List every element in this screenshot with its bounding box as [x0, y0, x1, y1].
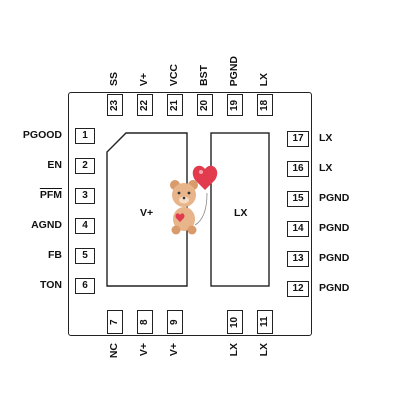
- pin-label-22: V+: [138, 72, 150, 86]
- pin-number-15: 15: [292, 193, 304, 204]
- pin-pad-7: [107, 310, 123, 334]
- pin-number-16: 16: [292, 163, 304, 174]
- pin-label-15: PGND: [319, 192, 350, 204]
- pin-number-3: 3: [82, 190, 88, 201]
- pin-label-1: PGOOD: [22, 129, 62, 141]
- pin-number-21: 21: [169, 99, 180, 111]
- pin-label-11: LX: [258, 343, 270, 357]
- pin-pad-3: [75, 188, 95, 204]
- pin-number-14: 14: [292, 223, 304, 234]
- pin-pad-4: [75, 218, 95, 234]
- pad-left-label: V+: [140, 207, 154, 219]
- pin-number-18: 18: [259, 99, 270, 111]
- pin-pad-8: [137, 310, 153, 334]
- pin-label-10: LX: [228, 343, 240, 357]
- pin-pad-9: [167, 310, 183, 334]
- pin-label-14: PGND: [319, 222, 350, 234]
- pin-number-8: 8: [139, 319, 150, 325]
- pin-number-22: 22: [139, 99, 150, 111]
- pin-label-20: BST: [198, 65, 210, 86]
- pin-pad-18: [257, 94, 273, 116]
- pin-pad-2: [75, 158, 95, 174]
- pin-label-21: VCC: [168, 63, 180, 86]
- pin-number-2: 2: [82, 160, 88, 171]
- pin-pad-15: [287, 191, 309, 207]
- pin-number-9: 9: [169, 319, 180, 325]
- pin-number-6: 6: [82, 280, 88, 291]
- pad-right-label: LX: [234, 207, 248, 219]
- pin-pad-23: [107, 94, 123, 116]
- pin-pad-5: [75, 248, 95, 264]
- pin-number-12: 12: [292, 283, 304, 294]
- pin-label-16: LX: [319, 162, 333, 174]
- pin-label-2: EN: [47, 159, 62, 171]
- pin-label-8: V+: [138, 343, 150, 357]
- pin-pad-20: [197, 94, 213, 116]
- pin-pad-14: [287, 221, 309, 237]
- pin-label-9: V+: [168, 343, 180, 357]
- pin-number-13: 13: [292, 253, 304, 264]
- pin-label-5: FB: [48, 249, 62, 261]
- pin-pad-12: [287, 281, 309, 297]
- teddy-bear-heart-balloon-icon: [170, 165, 218, 235]
- pin-label-23: SS: [108, 71, 120, 86]
- pin-label-18: LX: [258, 72, 270, 86]
- pin-number-23: 23: [109, 99, 120, 111]
- pin-label-13: PGND: [319, 252, 350, 264]
- pin-number-5: 5: [82, 250, 88, 261]
- pin-number-4: 4: [82, 220, 88, 231]
- pin-pad-11: [257, 310, 273, 334]
- pad-left-exposed: [106, 132, 188, 287]
- pin-label-12: PGND: [319, 282, 350, 294]
- pin-pad-16: [287, 161, 309, 177]
- pin-pad-13: [287, 251, 309, 267]
- pin-label-4: AGND: [31, 219, 62, 231]
- pin-pad-19: [227, 94, 243, 116]
- pin-pad-17: [287, 131, 309, 147]
- pin-number-1: 1: [82, 130, 88, 141]
- pin-number-11: 11: [259, 316, 270, 328]
- pin-label-6: TON: [40, 279, 62, 291]
- pin-label-17: LX: [319, 132, 333, 144]
- pin-pad-10: [227, 310, 243, 334]
- pin-label-19: PGND: [228, 55, 240, 86]
- pin-pad-6: [75, 278, 95, 294]
- pin-number-20: 20: [199, 99, 210, 111]
- pin-number-10: 10: [229, 316, 240, 328]
- pin-pad-22: [137, 94, 153, 116]
- pin-pad-21: [167, 94, 183, 116]
- pad-right-exposed: [210, 132, 270, 287]
- pin-number-19: 19: [229, 99, 240, 111]
- pin-number-17: 17: [292, 133, 304, 144]
- pin-pad-1: [75, 128, 95, 144]
- pin-label-7: NC: [108, 343, 120, 359]
- pin-label-3: PFM: [39, 189, 62, 201]
- pin-number-7: 7: [109, 319, 120, 325]
